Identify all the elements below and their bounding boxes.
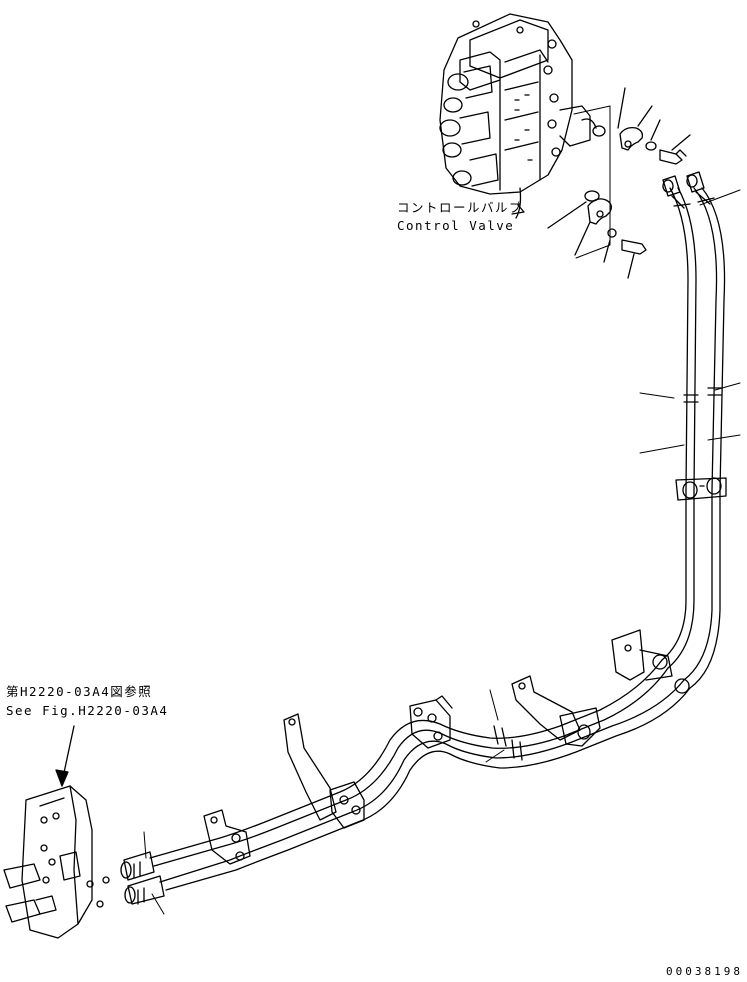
see-fig-label-jp: 第H2220-03A4図参照	[6, 684, 153, 699]
pedal-valve	[3, 785, 110, 939]
control-valve-label-jp: コントロールバルブ	[397, 200, 524, 215]
hose-routing-lower	[149, 659, 691, 891]
drawing-code: 00038198	[666, 965, 743, 978]
control-valve-label-en: Control Valve	[397, 218, 515, 233]
brackets	[203, 629, 690, 865]
see-fig-label-en: See Fig.H2220-03A4	[6, 703, 169, 718]
hose-end-fittings	[120, 851, 165, 905]
control-valve	[439, 13, 597, 219]
upper-flange-set	[592, 87, 691, 165]
hose-assembly	[661, 171, 727, 689]
lower-flange-set	[547, 190, 647, 279]
reference-arrow	[55, 725, 75, 787]
